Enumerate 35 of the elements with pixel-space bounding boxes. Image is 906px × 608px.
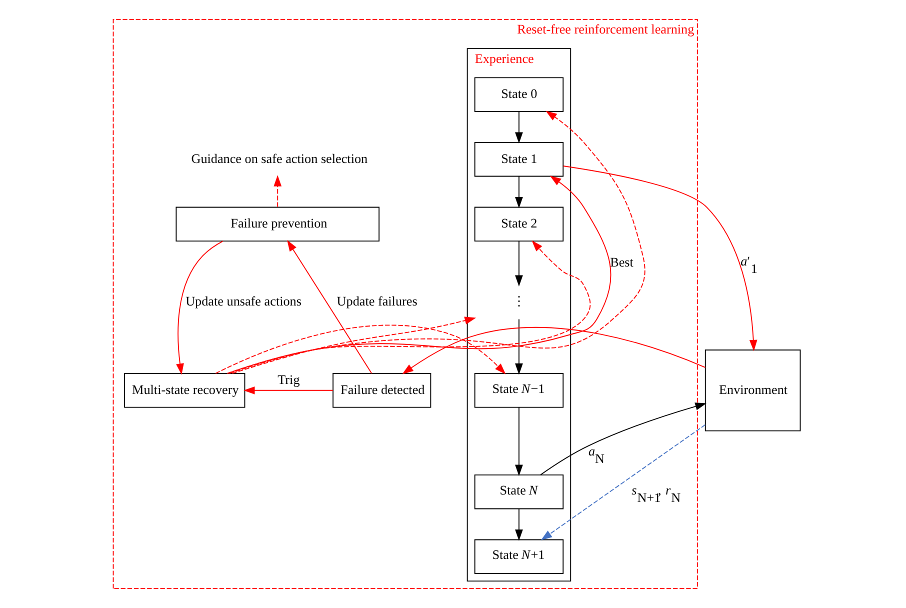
arrow (515, 111, 523, 144)
edge-label: Update unsafe actions (186, 294, 302, 309)
arrow (226, 176, 612, 374)
node-text: ⋮ (512, 294, 526, 309)
arrow (243, 386, 334, 394)
node-box: State 2 (474, 206, 564, 242)
arrow (540, 402, 707, 476)
node-box: Failure prevention (176, 206, 380, 242)
arrow (540, 424, 706, 540)
arrow (515, 318, 523, 375)
node-box: State 1 (474, 142, 564, 177)
arrow (176, 240, 224, 375)
arrow (515, 406, 523, 476)
node-box: Multi-state recovery (124, 373, 246, 408)
arrow (562, 166, 758, 352)
arrow (515, 508, 523, 541)
arrow (515, 240, 523, 286)
node-box: State N (474, 474, 564, 510)
edge-label: Trig (278, 372, 300, 388)
node-box: State 0 (474, 77, 564, 112)
arrow (274, 175, 282, 208)
arrow (232, 316, 476, 374)
edge-label: Best (610, 254, 634, 270)
arrow (228, 240, 591, 374)
arrow (287, 240, 372, 374)
arrow (402, 326, 706, 374)
node-box: State N+1 (474, 539, 564, 574)
node-text: Guidance on safe action selection (191, 150, 368, 166)
node-box: Failure detected (332, 373, 432, 408)
node-box: Environment (704, 350, 801, 432)
arrow (215, 324, 506, 374)
arrow (515, 176, 523, 208)
arrow (226, 110, 646, 374)
edge-label: Update failures (336, 294, 418, 309)
node-box: State N−1 (474, 373, 564, 408)
